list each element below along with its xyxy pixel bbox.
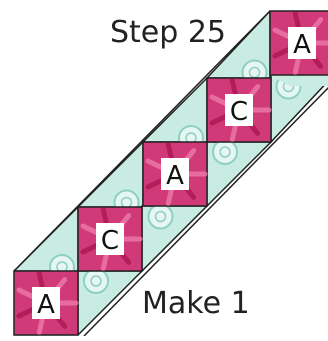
block-letter: A	[293, 30, 311, 60]
block-letter: A	[166, 161, 184, 191]
fabric-ring	[90, 275, 102, 287]
quilt-block: A	[142, 141, 208, 207]
fabric-ring	[83, 268, 109, 294]
step-title: Step 25	[110, 15, 227, 50]
quilt-block: C	[206, 77, 272, 143]
quilt-block: A	[13, 270, 79, 336]
fabric-ring	[154, 210, 167, 223]
fabric-ring	[219, 146, 231, 158]
fabric-ring	[212, 139, 238, 165]
make-caption: Make 1	[142, 286, 250, 321]
block-letter: C	[230, 97, 248, 127]
block-label-box	[96, 223, 124, 255]
block-label-box	[161, 158, 189, 190]
fabric-ring	[147, 203, 174, 230]
strip-edge	[83, 86, 328, 337]
quilt-block: C	[77, 206, 143, 272]
block-letter: A	[37, 290, 55, 320]
quilt-block: A	[269, 10, 328, 76]
block-letter: C	[101, 226, 119, 256]
block-label-box	[288, 27, 316, 59]
block-label-box	[32, 287, 60, 319]
strip-edge	[13, 10, 271, 272]
block-label-box	[225, 94, 253, 126]
